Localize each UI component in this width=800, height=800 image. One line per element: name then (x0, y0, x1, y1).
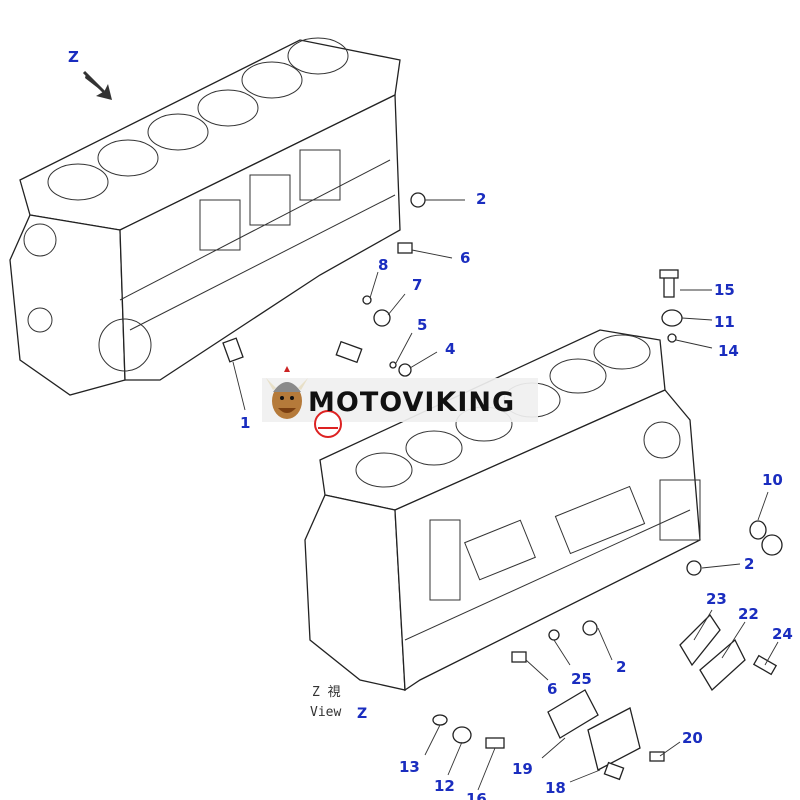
callout-25: 25 (571, 670, 592, 688)
callout-14: 14 (718, 342, 739, 360)
callout-18: 18 (545, 779, 566, 797)
callout-11: 11 (714, 313, 735, 331)
callout-23: 23 (706, 590, 727, 608)
callout-19: 19 (512, 760, 533, 778)
callout-16: 16 (466, 790, 487, 800)
callout-15: 15 (714, 281, 735, 299)
view-text-label: View (310, 705, 341, 720)
viking-mascot-icon (266, 366, 308, 419)
view-direction-arrow-icon (82, 70, 112, 100)
callout-22: 22 (738, 605, 759, 623)
callout-24: 24 (772, 625, 793, 643)
callout-8: 8 (378, 256, 388, 274)
lower-cylinder-bores (355, 334, 651, 488)
view-z-letter: Z (357, 706, 367, 722)
arrow-z-label: Z (68, 48, 79, 66)
callout-2: 2 (476, 190, 486, 208)
callout-20: 20 (682, 729, 703, 747)
callout-13: 13 (399, 758, 420, 776)
callout-5: 5 (417, 316, 427, 334)
view-z-kanji-label: Z 視 (312, 685, 341, 700)
lower-engine-block (304, 269, 783, 791)
callout-2-lower: 2 (616, 658, 626, 676)
callout-4: 4 (445, 340, 455, 358)
callout-numbers: 2 6 8 7 5 4 1 15 11 14 10 2 23 22 24 2 2… (240, 190, 793, 800)
motoviking-watermark: MOTOVIKING (262, 366, 538, 438)
callout-1: 1 (240, 414, 250, 432)
upper-cylinder-bores (47, 37, 349, 201)
callout-6: 6 (460, 249, 470, 267)
callout-6-lower: 6 (547, 680, 557, 698)
callout-10: 10 (762, 471, 783, 489)
callout-2-lower-right: 2 (744, 555, 754, 573)
watermark-brand-text: MOTOVIKING (308, 387, 515, 418)
upper-engine-block (9, 37, 465, 411)
callout-7: 7 (412, 276, 422, 294)
callout-12: 12 (434, 777, 455, 795)
